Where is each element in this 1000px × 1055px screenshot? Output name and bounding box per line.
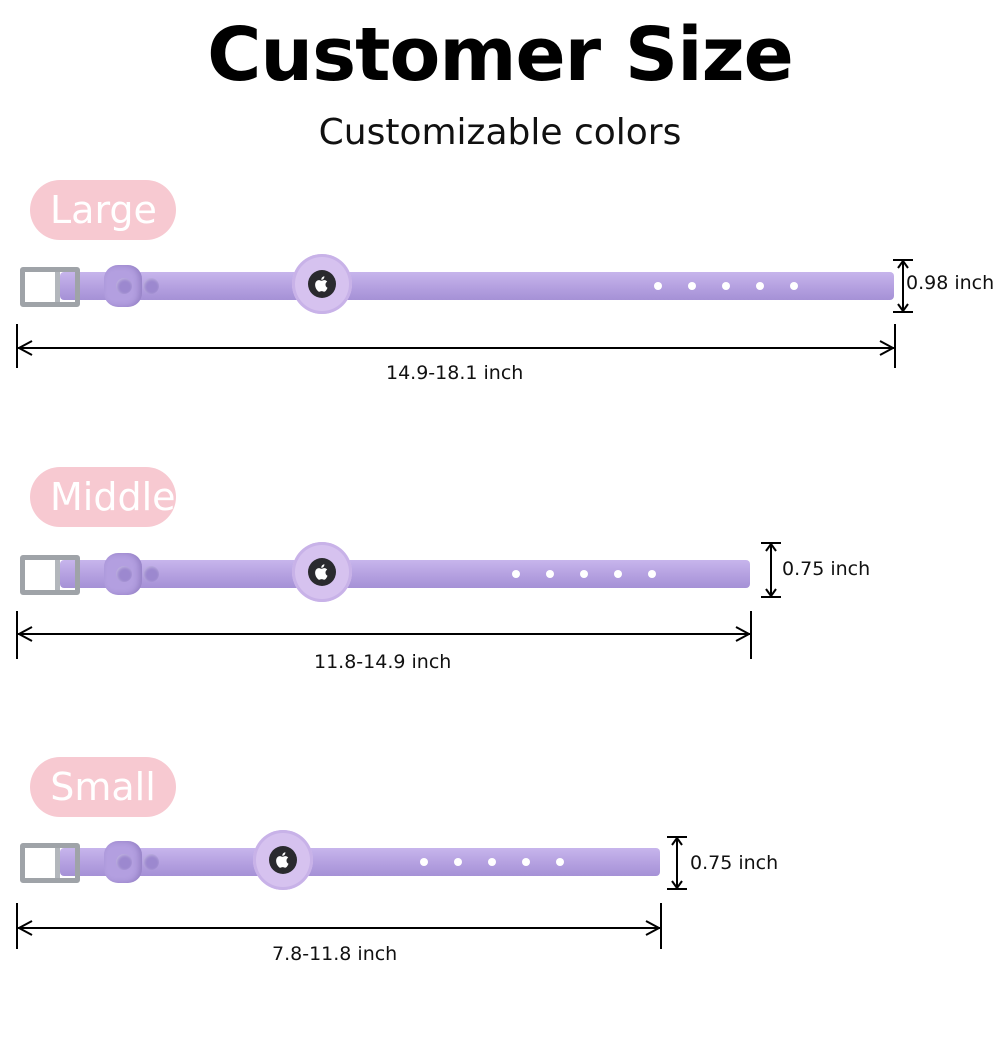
rivet-stud bbox=[143, 854, 159, 870]
width-dimension-arrow bbox=[893, 259, 913, 313]
strap-hole bbox=[648, 570, 656, 578]
length-label: 14.9-18.1 inch bbox=[386, 362, 524, 384]
size-middle-section: Middle 0.75 inch 11.8-14.9 inch bbox=[0, 465, 1000, 765]
apple-logo-icon bbox=[315, 564, 328, 580]
airtag-holder bbox=[253, 830, 313, 890]
size-large-section: Large 0.98 inch 14.9-18.1 inch bbox=[0, 178, 1000, 478]
rivet-stud bbox=[116, 854, 132, 870]
length-dimension-arrow bbox=[16, 324, 896, 368]
strap-hole bbox=[688, 282, 696, 290]
rivet-stud bbox=[143, 566, 159, 582]
strap-hole bbox=[488, 858, 496, 866]
buckle-icon bbox=[20, 843, 80, 883]
collar-strap bbox=[60, 272, 894, 300]
length-dimension-arrow bbox=[16, 903, 662, 949]
strap-hole bbox=[580, 570, 588, 578]
strap-hole bbox=[522, 858, 530, 866]
size-label-pill: Middle bbox=[30, 467, 176, 527]
strap-hole bbox=[556, 858, 564, 866]
strap-hole bbox=[512, 570, 520, 578]
width-dimension-arrow bbox=[667, 836, 687, 890]
page-title: Customer Size bbox=[207, 12, 794, 98]
strap-hole bbox=[790, 282, 798, 290]
apple-logo-icon bbox=[276, 852, 289, 868]
width-label: 0.75 inch bbox=[690, 852, 779, 874]
collar-strap bbox=[60, 560, 750, 588]
strap-hole bbox=[756, 282, 764, 290]
length-label: 11.8-14.9 inch bbox=[314, 651, 452, 673]
size-small-section: Small 0.75 inch 7.8-11.8 inch bbox=[0, 755, 1000, 1055]
strap-hole bbox=[454, 858, 462, 866]
width-dimension-arrow bbox=[761, 542, 781, 598]
size-label-pill: Large bbox=[30, 180, 176, 240]
strap-hole bbox=[420, 858, 428, 866]
buckle-icon bbox=[20, 555, 80, 595]
size-label-pill: Small bbox=[30, 757, 176, 817]
length-label: 7.8-11.8 inch bbox=[272, 943, 398, 965]
collar-strap bbox=[60, 848, 660, 876]
buckle-icon bbox=[20, 267, 80, 307]
width-label: 0.75 inch bbox=[782, 558, 871, 580]
strap-hole bbox=[722, 282, 730, 290]
rivet-stud bbox=[143, 278, 159, 294]
airtag-holder bbox=[292, 542, 352, 602]
rivet-stud bbox=[116, 566, 132, 582]
strap-hole bbox=[546, 570, 554, 578]
airtag-holder bbox=[292, 254, 352, 314]
strap-hole bbox=[654, 282, 662, 290]
page-subtitle: Customizable colors bbox=[318, 112, 682, 153]
length-dimension-arrow bbox=[16, 611, 752, 659]
strap-hole bbox=[614, 570, 622, 578]
apple-logo-icon bbox=[315, 276, 328, 292]
width-label: 0.98 inch bbox=[906, 272, 995, 294]
rivet-stud bbox=[116, 278, 132, 294]
